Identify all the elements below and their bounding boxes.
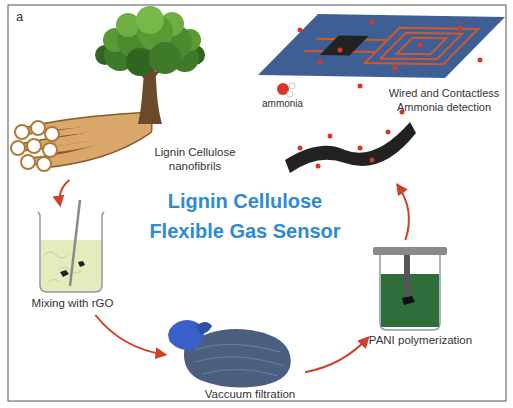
stage-caption: Vaccuum filtration xyxy=(180,387,320,401)
fibril-end xyxy=(21,155,35,169)
fibril-end xyxy=(45,127,59,141)
coil-turn xyxy=(397,38,446,54)
beaker-glass xyxy=(380,255,440,330)
panel-letter: a xyxy=(16,9,23,24)
molecule xyxy=(478,58,483,63)
hydrogen-atom xyxy=(287,91,293,97)
key-label: ammonia xyxy=(262,98,303,109)
coil-turn xyxy=(365,28,478,65)
fibril-end xyxy=(43,143,57,157)
stage-caption: PANI polymerization xyxy=(362,333,479,347)
stage-caption: Wired and Contactless Ammonia detection xyxy=(383,86,505,114)
stage-caption: Mixing with rGO xyxy=(17,296,128,310)
molecule xyxy=(328,134,333,139)
fibril-end xyxy=(31,121,45,135)
fibril-end xyxy=(15,125,29,139)
fibril-outline xyxy=(18,116,148,164)
sample-film xyxy=(402,296,415,305)
process-arrow xyxy=(305,338,368,372)
filtration-membrane xyxy=(168,320,291,388)
strip xyxy=(285,122,416,173)
process-arrow xyxy=(60,180,70,205)
stage-node: Vaccuum filtration xyxy=(165,315,305,403)
molecule xyxy=(318,60,323,65)
beaker-glass xyxy=(38,212,104,292)
fiber-swirl xyxy=(44,252,82,282)
rgo-flake xyxy=(60,261,85,277)
coil-turn xyxy=(381,33,462,60)
ammonia-icon xyxy=(277,83,295,97)
leaf-cluster xyxy=(116,13,140,37)
molecule xyxy=(338,48,343,53)
pani-beaker xyxy=(373,247,447,330)
flexible-sensor-strip xyxy=(285,110,416,174)
fibril-ends xyxy=(11,121,59,171)
fibril-fill xyxy=(18,116,148,164)
board xyxy=(258,14,505,78)
sample-holder xyxy=(404,253,410,301)
fibril-end xyxy=(27,139,41,153)
molecule xyxy=(386,130,391,135)
molecule xyxy=(370,20,375,25)
fibril-end xyxy=(11,141,25,155)
stage-node: Lignin Cellulose nanofibrils xyxy=(12,30,262,180)
tree xyxy=(95,6,205,124)
hydrogen-atom xyxy=(289,83,295,89)
fibril-end xyxy=(37,157,51,171)
molecule xyxy=(458,26,463,31)
mixing-beaker xyxy=(38,200,104,292)
molecule xyxy=(358,84,363,89)
process-arrow xyxy=(95,315,165,355)
ammonia-molecules xyxy=(298,20,483,89)
stirring-rod xyxy=(70,200,80,286)
process-arrow xyxy=(398,185,409,240)
molecule xyxy=(316,164,321,169)
nanofibrils xyxy=(11,116,148,171)
sensor-patch xyxy=(320,35,369,55)
coil xyxy=(294,27,478,65)
molecule xyxy=(418,43,423,48)
stage-node: PANI polymerization xyxy=(368,240,485,355)
stage-caption: Lignin Cellulose nanofibrils xyxy=(138,145,252,173)
molecule xyxy=(298,146,303,151)
leaf-cluster xyxy=(136,6,164,34)
leaf-cluster xyxy=(149,42,181,74)
sensor-board xyxy=(258,14,505,78)
molecule xyxy=(393,66,398,71)
diagram-title: Lignin Cellulose Flexible Gas Sensor xyxy=(140,186,350,246)
panel-frame xyxy=(8,5,506,401)
molecule xyxy=(370,158,375,163)
beaker-lid xyxy=(373,247,447,255)
membrane-texture xyxy=(195,344,284,376)
molecule xyxy=(298,28,303,33)
stage-node: Wired and Contactless Ammonia detection xyxy=(255,10,505,185)
stage-node: Mixing with rGO xyxy=(25,205,120,315)
molecule xyxy=(358,146,363,151)
glove-finger xyxy=(196,322,212,334)
